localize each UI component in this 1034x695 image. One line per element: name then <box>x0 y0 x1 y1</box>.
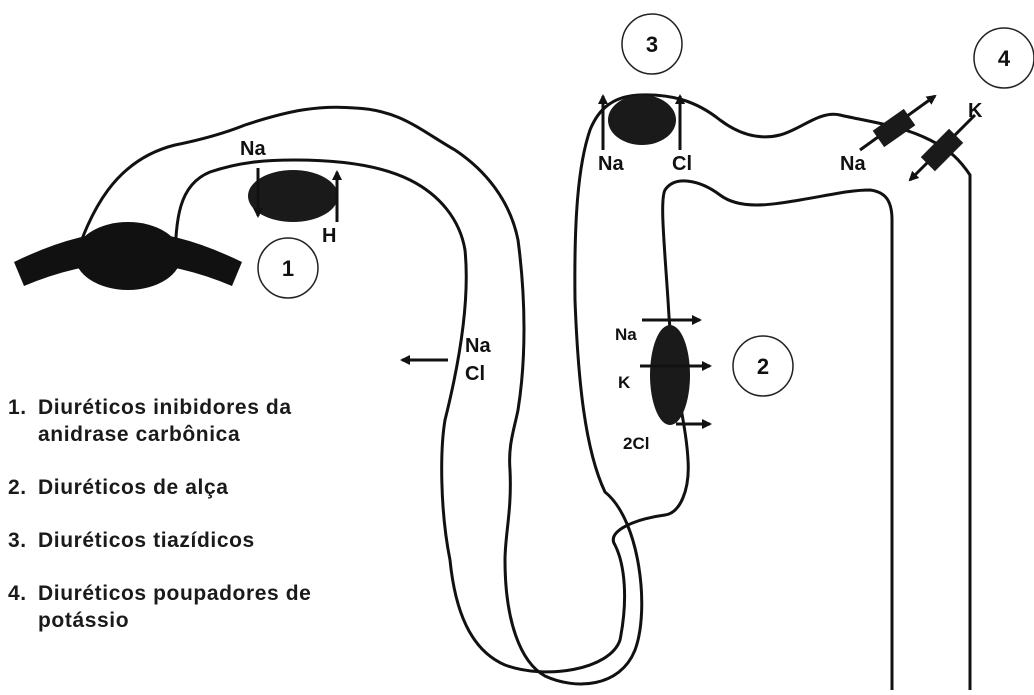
marker-2: 2 <box>733 336 793 396</box>
legend-item-2: 2. Diuréticos de alça <box>8 474 388 501</box>
legend-item-4-number: 4. <box>8 580 38 634</box>
site1-h-label: H <box>322 225 336 247</box>
transporter-1: Na H <box>240 138 338 247</box>
site2-2cl-label: 2Cl <box>623 434 649 453</box>
transporter-3-body <box>608 95 676 145</box>
marker-2-label: 2 <box>757 354 769 379</box>
marker-3-label: 3 <box>646 32 658 57</box>
site1-na-label: Na <box>240 138 266 160</box>
limb-cl-label: Cl <box>465 363 485 385</box>
marker-3: 3 <box>622 14 682 74</box>
legend-item-2-number: 2. <box>8 474 38 501</box>
legend-item-4: 4. Diuréticos poupadores de potássio <box>8 580 388 634</box>
marker-4-label: 4 <box>998 46 1011 71</box>
glomerulus <box>14 222 242 290</box>
site2-na-label: Na <box>615 325 637 344</box>
legend-item-3-number: 3. <box>8 527 38 554</box>
marker-1: 1 <box>258 238 318 298</box>
site3-na-label: Na <box>598 153 624 175</box>
transporter-2: Na K 2Cl <box>615 320 710 453</box>
legend-item-3: 3. Diuréticos tiazídicos <box>8 527 388 554</box>
legend-item-1-text: Diuréticos inibidores da anidrase carbôn… <box>38 394 388 448</box>
legend-item-3-text: Diuréticos tiazídicos <box>38 527 388 554</box>
legend-item-4-text: Diuréticos poupadores de potássio <box>38 580 388 634</box>
marker-4: 4 <box>974 28 1034 88</box>
transporter-1-body <box>248 170 338 222</box>
legend-item-1: 1. Diuréticos inibidores da anidrase car… <box>8 394 388 448</box>
limb-nacl: Na Cl <box>402 335 491 385</box>
legend-item-2-text: Diuréticos de alça <box>38 474 388 501</box>
limb-na-label: Na <box>465 335 491 357</box>
site3-cl-label: Cl <box>672 153 692 175</box>
site4-na-label: Na <box>840 153 866 175</box>
marker-1-label: 1 <box>282 256 294 281</box>
transporter-3: Na Cl <box>598 95 692 175</box>
transporter-2-body <box>650 325 690 425</box>
site2-k-label: K <box>618 373 631 392</box>
transporter-4: Na K <box>840 96 983 180</box>
site4-k-label: K <box>968 100 983 122</box>
legend-item-1-number: 1. <box>8 394 38 448</box>
legend: 1. Diuréticos inibidores da anidrase car… <box>8 394 388 660</box>
